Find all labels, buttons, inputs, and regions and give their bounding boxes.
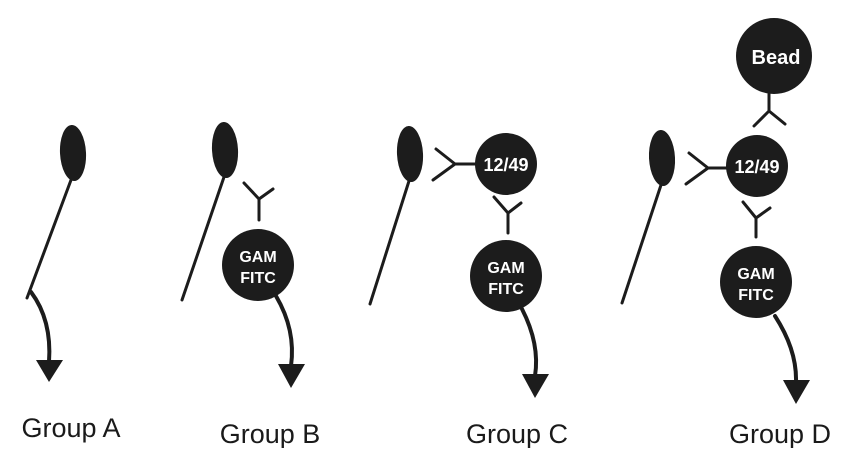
gam-fitc-node-b: GAM FITC (222, 229, 294, 301)
antibody-label-d: 12/49 (734, 157, 779, 177)
sperm-cell-d (620, 130, 676, 305)
motion-arrow-d (773, 314, 810, 404)
sperm-cell-a (25, 125, 87, 300)
gam-label-d: GAM (737, 266, 774, 283)
fitc-label-b: FITC (240, 270, 276, 287)
antibody-node-d: 12/49 (726, 135, 788, 197)
gam-fitc-node-c: GAM FITC (470, 240, 542, 312)
group-d: Bead 12/49 GAM FITC Group D (620, 18, 831, 449)
antibody-y-d-top (752, 92, 787, 128)
fitc-label-c: FITC (488, 281, 524, 298)
bead-node-d: Bead (736, 18, 812, 94)
group-c: 12/49 GAM FITC Group C (368, 126, 568, 449)
gam-fitc-node-d: GAM FITC (720, 246, 792, 318)
sperm-cell-b (180, 122, 239, 302)
gam-label-b: GAM (239, 249, 276, 266)
sperm-cell-c (368, 126, 424, 306)
fitc-label-d: FITC (738, 287, 774, 304)
motion-arrow-c (520, 307, 549, 398)
bead-label-d: Bead (752, 47, 801, 69)
antibody-y-d-left (684, 151, 729, 186)
group-b: GAM FITC Group B (180, 122, 321, 449)
group-d-label: Group D (729, 419, 831, 448)
group-a-label: Group A (21, 413, 120, 443)
group-b-label: Group B (220, 419, 321, 448)
motion-arrow-b (274, 294, 305, 388)
antibody-node-c: 12/49 (475, 133, 537, 195)
group-c-label: Group C (466, 419, 568, 448)
motion-arrow-a (29, 290, 63, 382)
gam-label-c: GAM (487, 260, 524, 277)
antibody-y-c-bottom (492, 195, 523, 235)
antibody-label-c: 12/49 (483, 155, 528, 175)
antibody-y-c-top (431, 147, 479, 182)
antibody-y-d-bottom (741, 200, 772, 239)
antibody-y-b (242, 181, 275, 222)
group-a: Group A (21, 125, 121, 443)
